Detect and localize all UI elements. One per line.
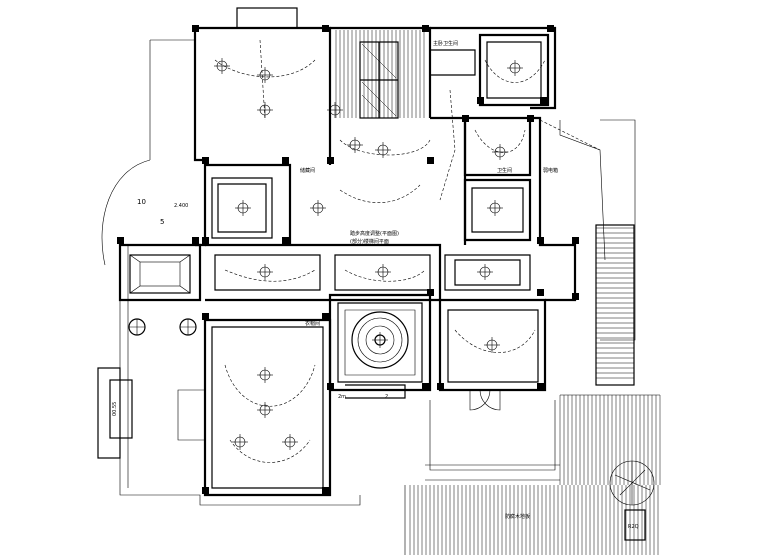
window-element: [359, 41, 399, 119]
doors: [177, 389, 501, 441]
structural-column: [437, 383, 444, 390]
label-stair-left: 00.55: [112, 402, 118, 416]
structural-column: [477, 97, 484, 104]
stair-hatching-top: [335, 30, 425, 118]
electrical-wiring: [214, 39, 601, 463]
label-center-room: 储藏间: [300, 167, 315, 174]
structural-column: [537, 237, 544, 244]
structural-column: [322, 25, 329, 32]
structural-column: [327, 383, 334, 390]
structural-column: [422, 25, 429, 32]
label-bath: 卫生间: [497, 167, 512, 174]
stair-outline: [595, 224, 635, 386]
label-mid-2: 2: [385, 394, 388, 400]
structural-column: [462, 115, 469, 122]
structural-column: [192, 25, 199, 32]
structural-column: [192, 237, 199, 244]
deck-edge: [404, 394, 660, 555]
structural-column: [537, 289, 544, 296]
label-left-number-2: 5: [160, 218, 164, 226]
label-top-right: 主卧卫生间: [433, 40, 458, 47]
structural-column: [327, 157, 334, 164]
structural-column: [572, 293, 579, 300]
exterior-stair-right: [595, 224, 635, 386]
ornate-ceiling-center: [344, 309, 416, 376]
label-center-note-1: 踏步高度调整(平面图): [350, 230, 399, 237]
structural-column: [202, 487, 209, 494]
structural-column: [322, 313, 329, 320]
structural-column: [537, 383, 544, 390]
exterior-walls: [118, 7, 577, 497]
structural-column: [427, 157, 434, 164]
label-closet: 衣帽间: [305, 320, 320, 327]
square-room-left: [129, 254, 191, 294]
structural-column: [117, 237, 124, 244]
structural-column: [427, 289, 434, 296]
structural-column: [282, 237, 289, 244]
structural-column: [202, 157, 209, 164]
annotations: 10 5 2.400 00.55 踏步高度调整(平面图) (部分)楼梯间平面 弱…: [112, 40, 639, 530]
label-mid: 2m: [338, 394, 346, 400]
structural-column: [202, 237, 209, 244]
structural-column: [422, 383, 429, 390]
site-boundary: [97, 39, 636, 506]
structural-column: [282, 157, 289, 164]
structural-column: [202, 313, 209, 320]
structural-column: [322, 487, 329, 494]
label-bottom-right: R2Q: [628, 524, 639, 530]
tree-symbol: [609, 460, 655, 541]
structural-column: [547, 25, 554, 32]
structural-column: [540, 97, 547, 104]
structural-column: [527, 115, 534, 122]
label-left-number: 10: [137, 198, 146, 206]
label-center-note-2: (部分)楼梯间平面: [350, 238, 389, 245]
label-elevation: 2.400: [174, 203, 188, 209]
round-fixtures-left: [128, 318, 197, 336]
structural-column: [572, 237, 579, 244]
ceiling-fixtures: [214, 58, 523, 450]
label-right-note: 弱电箱: [543, 167, 558, 174]
structural-columns: [117, 25, 579, 494]
wood-deck: [404, 394, 661, 555]
label-bottom-note: 防腐木地板: [505, 513, 530, 520]
